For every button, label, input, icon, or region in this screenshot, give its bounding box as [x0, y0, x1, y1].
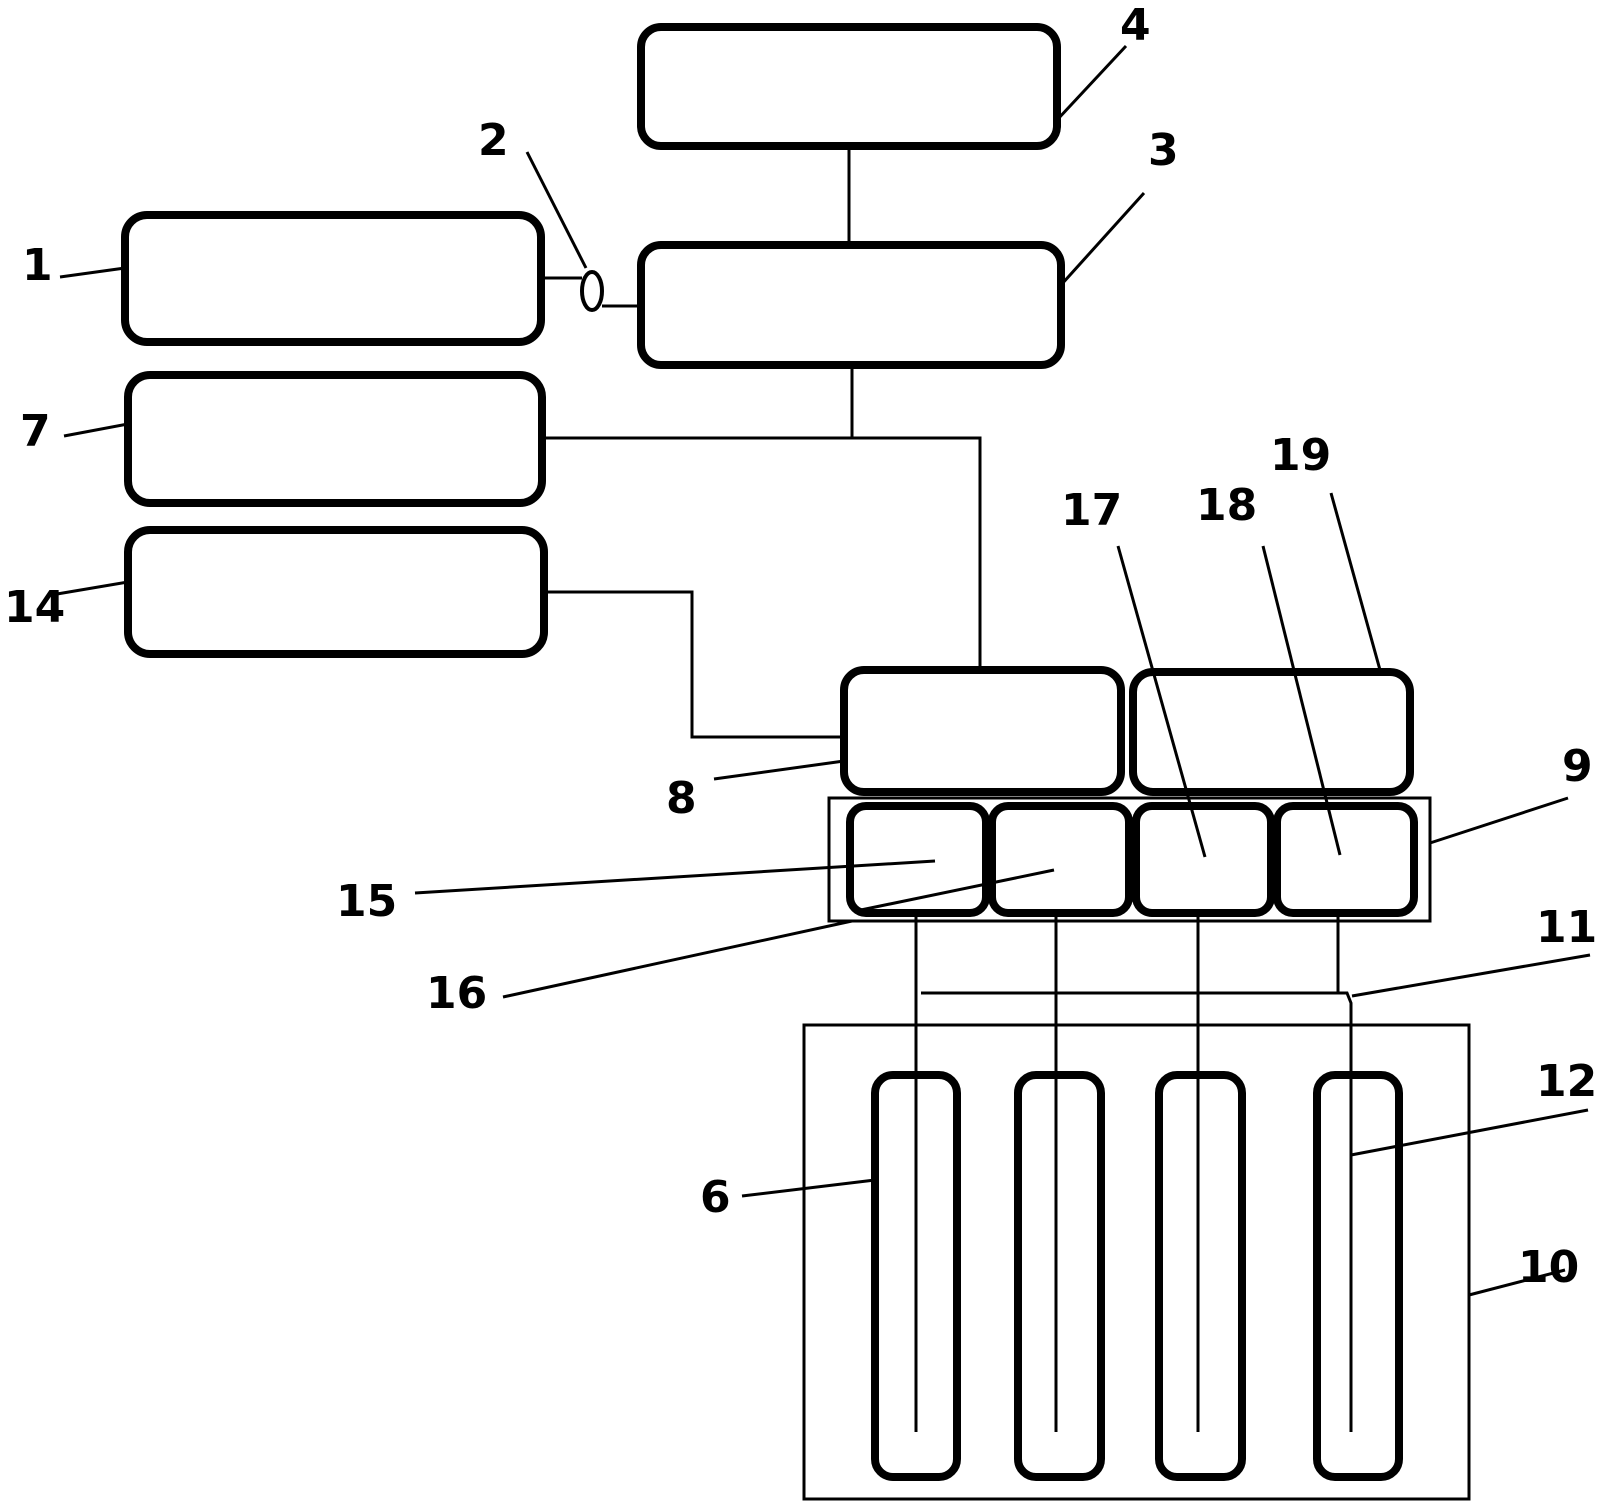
- frame-9: [827, 796, 1432, 923]
- block-3: [637, 241, 1065, 369]
- valve-2: [580, 270, 604, 312]
- electrode-4: [1313, 1071, 1403, 1481]
- label-3: 3: [1148, 125, 1179, 176]
- label-16: 16: [426, 968, 487, 1019]
- block-8: [840, 666, 1125, 796]
- label-14: 14: [4, 582, 65, 633]
- label-11: 11: [1536, 902, 1597, 953]
- block-7: [124, 371, 546, 507]
- tank-10: [802, 1023, 1471, 1501]
- block-19: [1129, 668, 1414, 796]
- module-17: [1132, 802, 1275, 917]
- module-16: [988, 802, 1133, 917]
- leader-lines: [56, 44, 1591, 1297]
- label-10: 10: [1518, 1242, 1579, 1293]
- label-7: 7: [20, 406, 51, 457]
- label-8: 8: [666, 773, 697, 824]
- wiring: [541, 146, 1353, 1432]
- label-12: 12: [1536, 1056, 1597, 1107]
- module-15: [846, 802, 990, 917]
- label-15: 15: [336, 876, 397, 927]
- label-9: 9: [1562, 741, 1593, 792]
- block-14: [124, 526, 548, 658]
- label-2: 2: [478, 115, 509, 166]
- label-1: 1: [22, 240, 53, 291]
- label-6: 6: [700, 1172, 731, 1223]
- label-4: 4: [1120, 0, 1151, 51]
- block-4: [637, 23, 1061, 150]
- block-1: [121, 211, 545, 346]
- module-18: [1273, 802, 1418, 917]
- label-18: 18: [1196, 480, 1257, 531]
- electrode-2: [1014, 1071, 1105, 1481]
- label-17: 17: [1061, 485, 1122, 536]
- label-19: 19: [1270, 430, 1331, 481]
- electrode-3: [1155, 1071, 1246, 1481]
